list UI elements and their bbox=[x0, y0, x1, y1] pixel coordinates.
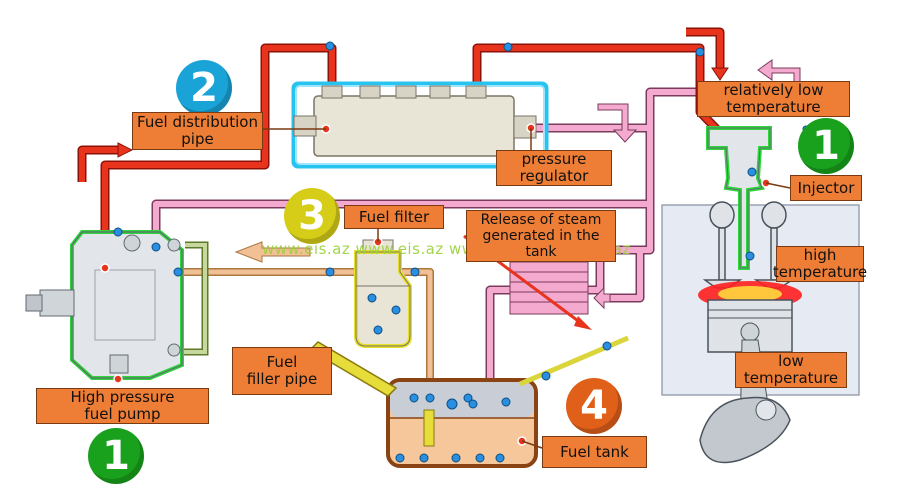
fuel-tank bbox=[386, 378, 538, 468]
high-pressure-arrow-left bbox=[117, 142, 134, 158]
label-pressure-regulator: pressure regulator bbox=[496, 150, 612, 186]
steam-canister bbox=[509, 261, 589, 315]
badge-4-number: 4 bbox=[566, 378, 622, 434]
label-fuel-filler-pipe: Fuel filler pipe bbox=[232, 347, 332, 395]
badge-2-number: 2 bbox=[176, 60, 232, 116]
pickup-tube bbox=[423, 409, 435, 447]
label-fuel-tank: Fuel tank bbox=[542, 436, 647, 468]
label-low-temperature: low temperature bbox=[735, 352, 847, 388]
leader-lines bbox=[262, 128, 791, 449]
crankshaft bbox=[699, 396, 791, 464]
fuel-distribution-rail bbox=[291, 81, 549, 169]
return-arrow-engine bbox=[593, 286, 611, 310]
vent-line bbox=[519, 335, 629, 387]
low-pressure-arrow bbox=[234, 241, 311, 263]
fuel-filter bbox=[354, 239, 412, 348]
label-high-temperature: high temperature bbox=[772, 246, 868, 282]
badge-1-injector-number: 1 bbox=[798, 118, 854, 174]
high-pressure-pump bbox=[25, 230, 184, 380]
badge-1-pump-number: 1 bbox=[88, 428, 144, 484]
label-fuel-distribution-pipe: Fuel distribution pipe bbox=[132, 112, 263, 150]
label-fuel-filter: Fuel filter bbox=[344, 205, 444, 229]
return-arrow-left bbox=[597, 103, 638, 143]
injector-assembly bbox=[706, 126, 772, 270]
label-release-of-steam: Release of steam generated in the tank bbox=[466, 210, 616, 262]
label-injector: Injector bbox=[790, 175, 862, 201]
fuel-flow-dots bbox=[113, 41, 810, 463]
high-pressure-arrow-right bbox=[711, 67, 729, 81]
label-high-pressure-fuel-pump: High pressure fuel pump bbox=[36, 388, 209, 424]
label-relatively-low-temperature: relatively low temperature bbox=[697, 81, 850, 117]
badge-3-number: 3 bbox=[284, 188, 340, 244]
